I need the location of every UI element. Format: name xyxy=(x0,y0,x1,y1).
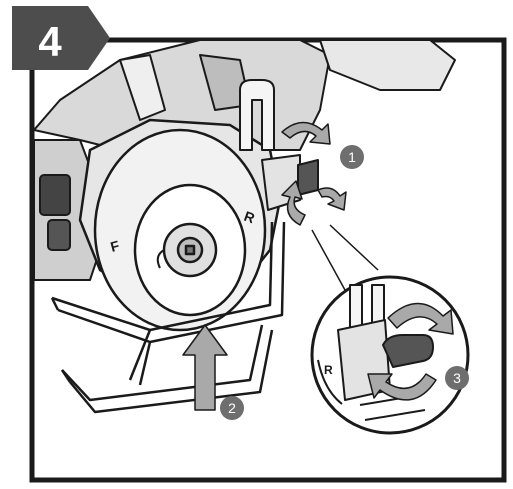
detail-magnifier: R xyxy=(312,277,468,433)
callout-1: 1 xyxy=(340,145,364,169)
step-number: 4 xyxy=(38,18,62,65)
callout-2: 2 xyxy=(220,396,244,420)
callout-3-label: 3 xyxy=(453,370,461,386)
callout-2-label: 2 xyxy=(228,400,236,416)
callout-3: 3 xyxy=(445,366,469,390)
callout-1-label: 1 xyxy=(348,149,356,165)
detail-reverse-mark: R xyxy=(324,363,333,377)
